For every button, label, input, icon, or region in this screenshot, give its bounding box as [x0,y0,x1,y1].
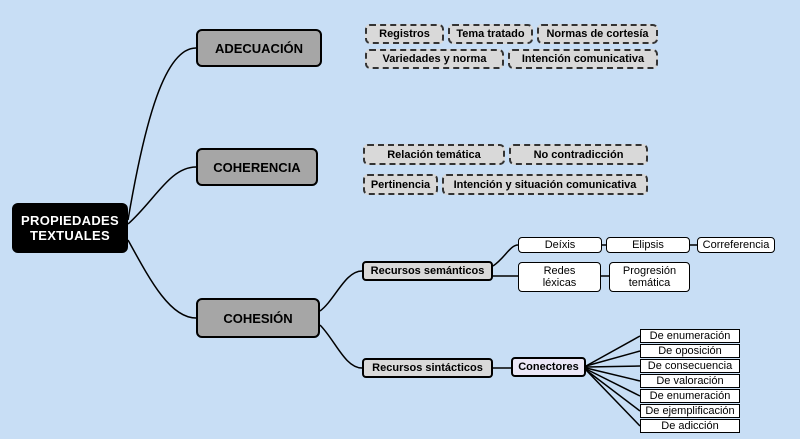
conectores-node: Conectores [511,357,586,377]
coherencia-item-no-contradiccion: No contradicción [509,144,648,165]
edge-conectores-5 [585,368,641,397]
adecuacion-item-tema-tratado: Tema tratado [448,24,533,44]
edge-conectores-7 [585,369,641,427]
edge-conectores-6 [585,369,641,412]
adecuacion-item-intencion-comunicativa: Intención comunicativa [508,49,658,69]
recursos-semanticos-node: Recursos semánticos [362,261,493,281]
recursos-sintacticos-node: Recursos sintácticos [362,358,493,378]
edge-conectores-4 [585,367,641,382]
redes-line-2: léxicas [542,277,577,289]
redes-lexicas-node: Redes léxicas [518,262,601,292]
redes-line-1: Redes [543,265,576,277]
progresion-line-2: temática [628,277,671,289]
coherencia-item-relacion-tematica: Relación temática [363,144,505,165]
adecuacion-item-variedades-norma: Variedades y norma [365,49,504,69]
root-node: PROPIEDADES TEXTUALES [12,203,128,253]
conector-tipo-valoracion: De valoración [640,374,740,388]
conector-tipo-consecuencia: De consecuencia [640,359,740,373]
edge-root-cohesion [127,239,197,319]
correferencia-node: Correferencia [697,237,775,253]
coherencia-item-intencion-situacion: Intención y situación comunicativa [442,174,648,195]
conector-tipo-ejemplificacion: De ejemplificación [640,404,740,418]
adecuacion-item-normas-cortesia: Normas de cortesía [537,24,658,44]
edge-cohesion-sintacticos [319,324,363,369]
deixis-node: Deíxis [518,237,602,253]
conector-tipo-oposicion: De oposición [640,344,740,358]
elipsis-node: Elipsis [606,237,690,253]
edge-root-adecuacion [127,47,197,221]
conector-tipo-enumeracion-2: De enumeración [640,389,740,403]
coherencia-item-pertinencia: Pertinencia [363,174,438,195]
cohesion-node: COHESIÓN [196,298,320,338]
edge-conectores-1 [585,335,641,367]
conector-tipo-adiccion: De adicción [640,419,740,433]
edge-semanticos-deixis [492,244,519,267]
root-line-2: TEXTUALES [30,228,110,243]
coherencia-node: COHERENCIA [196,148,318,186]
edge-cohesion-semanticos [319,270,363,312]
adecuacion-node: ADECUACIÓN [196,29,322,67]
edge-conectores-3 [585,365,641,368]
edge-conectores-2 [585,350,641,367]
progresion-line-1: Progresión [622,265,677,277]
progresion-tematica-node: Progresión temática [609,262,690,292]
adecuacion-item-registros: Registros [365,24,444,44]
edge-root-coherencia [127,166,197,225]
conector-tipo-enumeracion: De enumeración [640,329,740,343]
root-line-1: PROPIEDADES [21,213,119,228]
